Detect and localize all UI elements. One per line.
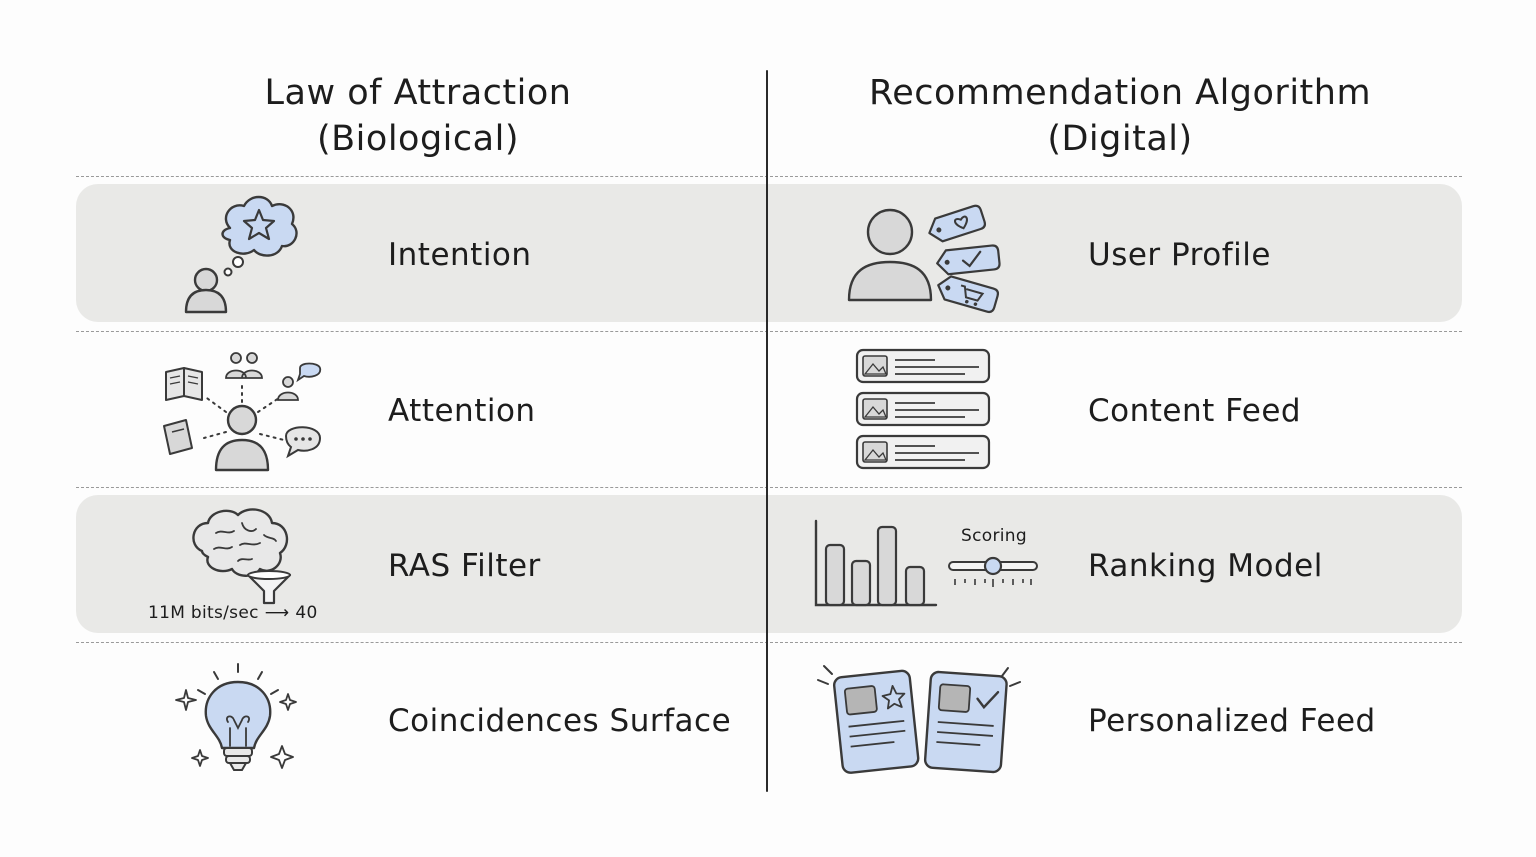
bar-chart-icon [814,519,938,607]
column-title-right-line2: (Digital) [1047,119,1193,159]
comparison-row-coincidences: Coincidences Surface Personalized Feed [0,646,1536,796]
bandwidth-from: 11M bits/sec [148,603,259,623]
row-divider [76,331,1462,332]
row-label-personalized-feed: Personalized Feed [1088,703,1376,739]
row-label-coincidences-surface: Coincidences Surface [388,703,732,739]
ras-filter-bandwidth-note: 11M bits/sec⟶40 [148,603,318,623]
thought-bubble-star-icon [184,195,298,314]
row-label-content-feed: Content Feed [1088,393,1302,429]
row-label-ranking-model: Ranking Model [1088,548,1323,584]
row-band-3 [76,495,1462,633]
bandwidth-to: 40 [295,603,318,623]
row-divider [76,642,1462,643]
content-feed-cards-icon [855,348,991,470]
column-title-right-line1: Recommendation Algorithm [868,73,1372,113]
column-title-left-line2: (Biological) [317,119,519,159]
row-label-attention: Attention [388,393,536,429]
row-label-user-profile: User Profile [1088,237,1271,273]
arrow-icon: ⟶ [264,603,290,623]
row-divider [76,176,1462,177]
comparison-row-attention: Attention [0,336,1536,486]
personalized-cards-icon [817,665,1021,774]
person-attention-network-icon [163,352,322,472]
column-divider [766,70,768,792]
lightbulb-sparkle-icon [175,663,297,771]
comparison-row-intention: Intention User Profile [0,180,1536,330]
user-profile-tags-icon [847,204,1001,314]
comparison-row-ras-filter: 11M bits/sec⟶40 RAS Filter Scoring Ranki… [0,491,1536,641]
scoring-slider-icon [948,556,1038,587]
column-title-right: Recommendation Algorithm (Digital) [800,70,1440,162]
row-label-ras-filter: RAS Filter [388,548,541,584]
row-band-1 [76,184,1462,322]
row-label-intention: Intention [388,237,532,273]
brain-funnel-icon [192,508,292,605]
column-title-left: Law of Attraction (Biological) [98,70,738,162]
scoring-label: Scoring [961,526,1027,546]
column-title-left-line1: Law of Attraction [264,73,572,113]
row-divider [76,487,1462,488]
